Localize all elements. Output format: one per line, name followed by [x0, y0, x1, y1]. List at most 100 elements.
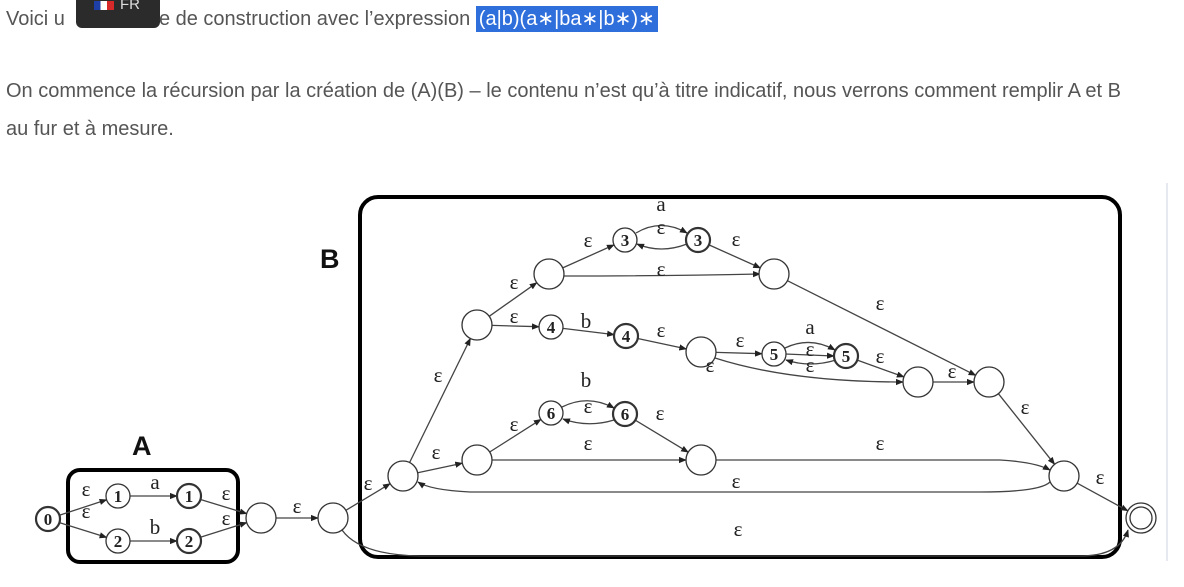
state-label: 0 [44, 510, 53, 529]
recursion-paragraph: On commence la récursion par la création… [6, 80, 1121, 140]
transition-A2b-to-J1 [200, 521, 248, 538]
box-b [358, 195, 1122, 559]
state-label: 6 [621, 405, 630, 424]
transition-label: ε [876, 344, 885, 368]
transition-label: a [150, 470, 160, 494]
transition-X-to-W [787, 280, 977, 376]
state-A2a: 2 [105, 528, 131, 554]
state-S5a: 5 [761, 341, 787, 367]
transition-label: ε [806, 337, 815, 361]
transition-S6b-to-S6a [562, 418, 615, 425]
state-label: 3 [694, 231, 703, 250]
transition-Y-to-S5a [715, 350, 763, 357]
transition-label: ε [584, 431, 593, 455]
state-U [461, 309, 493, 341]
state-S4a: 4 [538, 314, 564, 340]
transition-s0-to-A1a [59, 498, 108, 516]
state-Q [461, 444, 493, 476]
transition-S6a-to-S6b [561, 400, 615, 409]
state-A1b: 1 [175, 482, 203, 510]
transition-label: ε [510, 412, 519, 436]
transition-S3b-to-X [708, 244, 762, 269]
transition-S5a-to-S5b [784, 352, 835, 359]
transition-label: ε [434, 363, 443, 387]
transition-Q-to-S6a [489, 418, 542, 453]
state-Be [1048, 460, 1080, 492]
state-Bs [387, 460, 419, 492]
transition-label: ε [657, 215, 666, 239]
transition-label: ε [706, 353, 715, 377]
transition-label: b [581, 368, 592, 392]
transition-label: ε [656, 401, 665, 425]
state-S4b: 4 [612, 322, 640, 350]
transition-R-to-Be [716, 459, 1051, 471]
transition-label: ε [82, 499, 91, 523]
transition-label: ε [948, 359, 957, 383]
state-label: 5 [770, 345, 779, 364]
transition-Bs-to-U [409, 337, 471, 463]
transition-V-to-S3a [562, 244, 615, 269]
state-S6a: 6 [538, 400, 564, 426]
transition-label: ε [222, 506, 231, 530]
state-label: 6 [547, 404, 556, 423]
transition-label: ε [432, 440, 441, 464]
transition-label: ε [657, 318, 666, 342]
transition-label: ε [876, 431, 885, 455]
transition-label: ε [293, 494, 302, 518]
flag-france-icon [94, 0, 114, 10]
state-label: 4 [622, 327, 631, 346]
intro-text-before: Voici u [6, 8, 65, 30]
box-b-label: B [320, 244, 340, 274]
language-switcher[interactable]: FR [76, 0, 160, 28]
box-a-label: A [132, 431, 152, 461]
transition-label: a [805, 315, 815, 339]
transition-Be-to-F [1076, 482, 1129, 512]
transition-label: ε [734, 517, 743, 541]
state-R [685, 444, 717, 476]
transition-Be-to-Bs [417, 481, 1051, 493]
transition-J2-to-F [341, 529, 1129, 557]
state-Y [685, 336, 717, 368]
transition-label: ε [657, 257, 666, 281]
transition-W-to-Be [997, 393, 1056, 465]
transitions-layer [59, 224, 1129, 557]
transition-label: ε [732, 469, 741, 493]
transition-S5b-to-S5a [785, 359, 837, 366]
state-label: 1 [185, 487, 194, 506]
transition-S5a-to-S5b [784, 341, 836, 351]
scrollbar-track[interactable] [1166, 183, 1168, 561]
transition-label: a [656, 192, 666, 216]
transition-U-to-S4a [491, 323, 540, 330]
transition-label: b [581, 309, 592, 333]
transition-s0-to-A2a [59, 521, 108, 539]
transition-S4a-to-S4b [562, 327, 615, 337]
state-S3b: 3 [684, 226, 712, 254]
intro-text-after: e de construction avec l’expression [158, 8, 476, 30]
transition-Y-to-Z [714, 357, 904, 386]
state-S5b: 5 [832, 342, 860, 370]
transition-label: ε [584, 228, 593, 252]
transition-label: ε [732, 227, 741, 251]
state-V [533, 258, 565, 290]
transition-label: ε [876, 291, 885, 315]
state-W [973, 366, 1005, 398]
transition-V-to-X [563, 271, 761, 278]
state-X [758, 258, 790, 290]
transition-label: ε [82, 477, 91, 501]
state-S3a: 3 [612, 227, 638, 253]
state-J2 [317, 502, 349, 534]
transition-Bs-to-Q [417, 461, 464, 474]
transition-label: ε [222, 481, 231, 505]
transition-label: ε [806, 353, 815, 377]
transition-label: ε [584, 394, 593, 418]
transition-label: ε [510, 270, 519, 294]
state-label: 5 [842, 347, 851, 366]
state-Z [902, 366, 934, 398]
intro-paragraph: Voici u e de construction avec l’expressi… [6, 0, 658, 38]
transition-S3a-to-S3b [635, 224, 688, 234]
language-code: FR [120, 0, 140, 13]
state-label: 2 [185, 532, 194, 551]
state-label: 4 [547, 318, 556, 337]
